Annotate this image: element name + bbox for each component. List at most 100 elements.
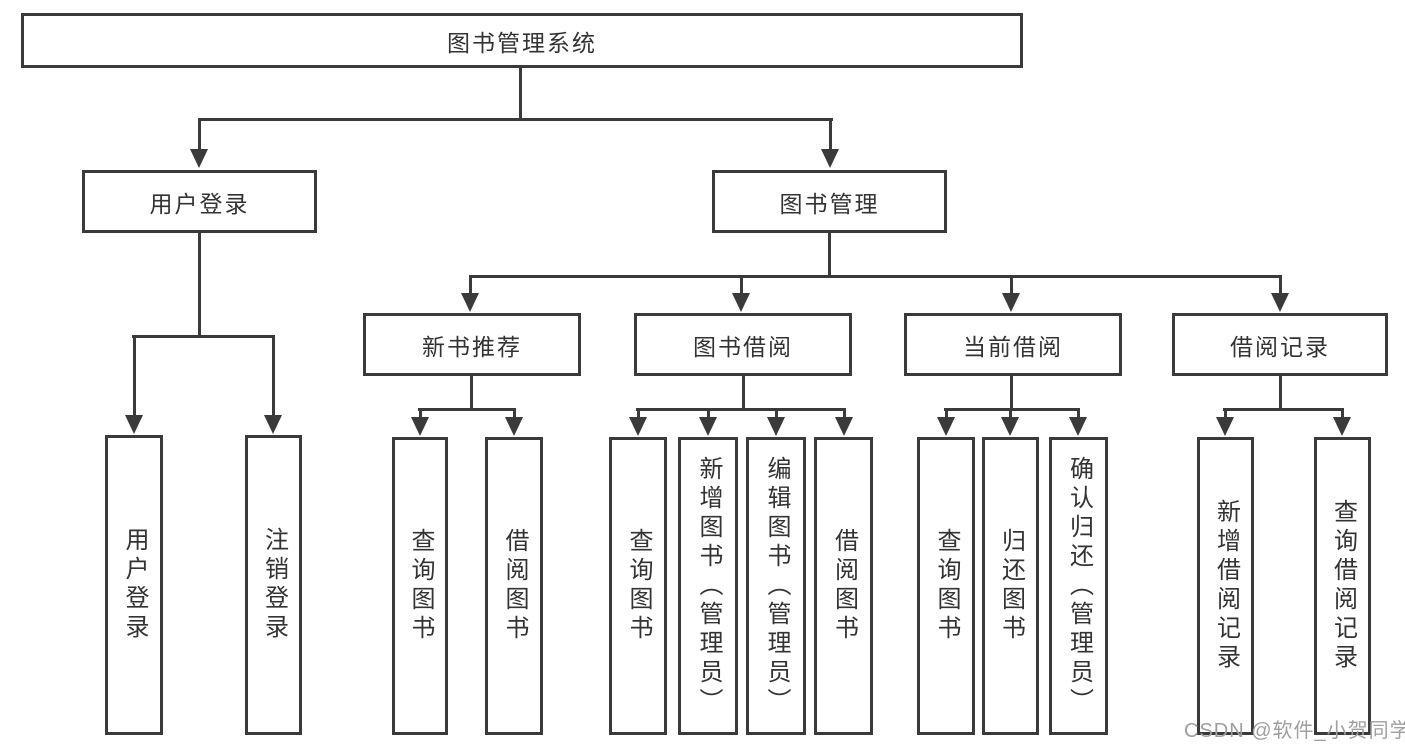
connector-line [828,233,831,277]
arrow-shaft [774,409,778,422]
node-label: 用户登录 [149,190,250,217]
arrowhead-icon [629,417,647,436]
arrow-down-icon [1216,409,1234,436]
leaf-edit-book-admin: 编辑图书（管理员） [746,437,806,735]
node-book-borrowing: 图书借阅 [634,313,852,376]
arrow-shaft [132,336,136,420]
arrow-down-icon [835,409,853,436]
arrowhead-icon [264,415,282,434]
arrow-down-icon [1001,409,1019,436]
node-label: 查询图书 [625,528,652,644]
arrowhead-icon [835,417,853,436]
node-borrowing-records: 借阅记录 [1172,313,1388,376]
node-label: 当前借阅 [963,333,1063,360]
connector-line [742,376,745,410]
arrowhead-icon [699,417,717,436]
arrow-down-icon [821,118,839,168]
node-label: 借阅图书 [501,528,528,644]
leaf-confirm-return-admin: 确认归还（管理员） [1049,437,1108,735]
node-label: 图书管理 [779,190,880,217]
arrow-shaft [1340,409,1344,422]
node-book-management: 图书管理 [712,170,947,233]
node-label: 确认归还（管理员） [1065,455,1093,717]
node-label: 借阅记录 [1230,333,1330,360]
arrow-down-icon [1333,409,1351,436]
connector-line [469,275,1282,278]
arrow-shaft [1008,409,1012,422]
connector-line [1223,408,1344,411]
arrowhead-icon [1001,417,1019,436]
arrow-shaft [1076,409,1080,422]
node-label: 借阅图书 [830,528,858,644]
arrowhead-icon [1069,417,1087,436]
leaf-query-books-3: 查询图书 [917,437,975,735]
node-label: 新书推荐 [422,333,522,360]
node-label: 查询借阅记录 [1329,499,1357,673]
arrow-shaft [468,276,472,298]
node-label: 注销登录 [260,527,288,643]
arrow-down-icon [1069,409,1087,436]
arrowhead-icon [767,417,785,436]
leaf-query-borrow-record: 查询借阅记录 [1314,437,1371,735]
arrow-down-icon [125,336,143,434]
arrowhead-icon [821,149,839,168]
arrow-shaft [944,409,948,422]
node-new-book-recommend: 新书推荐 [363,313,581,376]
node-label: 图书借阅 [693,333,793,360]
arrow-down-icon [411,409,429,436]
arrowhead-icon [1271,293,1289,312]
leaf-user-login: 用户登录 [105,435,163,735]
connector-line [944,408,1080,411]
arrowhead-icon [190,149,208,168]
node-label: 新增借阅记录 [1212,499,1240,673]
arrow-down-icon [1002,276,1020,312]
arrow-shaft [739,276,743,298]
connector-line [132,335,275,338]
arrow-down-icon [505,409,523,436]
leaf-query-books-2: 查询图书 [609,437,667,735]
arrow-shaft [1009,276,1013,298]
arrow-shaft [1223,409,1227,422]
arrowhead-icon [732,293,750,312]
connector-line [418,408,516,411]
arrow-down-icon [461,276,479,312]
arrow-down-icon [629,409,647,436]
node-user-login: 用户登录 [82,170,317,233]
arrow-shaft [197,118,201,154]
node-label: 查询图书 [407,528,434,644]
arrow-shaft [842,409,846,422]
arrow-shaft [1278,276,1282,298]
leaf-borrow-books-2: 借阅图书 [814,437,873,735]
connector-line [636,408,846,411]
connector-line [198,118,833,121]
arrowhead-icon [1333,417,1351,436]
connector-line [519,68,522,120]
arrowhead-icon [125,415,143,434]
arrowhead-icon [461,293,479,312]
leaf-query-books-1: 查询图书 [392,437,448,735]
arrowhead-icon [411,417,429,436]
node-label: 图书管理系统 [447,29,597,56]
arrowhead-icon [1002,293,1020,312]
arrow-shaft [271,336,275,420]
arrow-shaft [636,409,640,422]
leaf-add-book-admin: 新增图书（管理员） [678,437,738,735]
arrow-down-icon [767,409,785,436]
node-label: 查询图书 [933,528,960,644]
arrow-shaft [418,409,422,422]
connector-line [470,376,473,410]
leaf-logout: 注销登录 [245,435,302,735]
arrow-down-icon [937,409,955,436]
connector-line [198,233,201,337]
arrow-down-icon [732,276,750,312]
connector-line [1279,376,1282,410]
arrowhead-icon [505,417,523,436]
node-label: 用户登录 [121,527,148,643]
csdn-watermark: CSDN @软件_小贺同学 [1184,720,1405,742]
node-label: 新增图书（管理员） [695,455,722,717]
arrow-shaft [828,118,832,154]
node-label: 归还图书 [997,528,1025,644]
arrow-down-icon [1271,276,1289,312]
arrow-shaft [512,409,516,422]
arrowhead-icon [937,417,955,436]
